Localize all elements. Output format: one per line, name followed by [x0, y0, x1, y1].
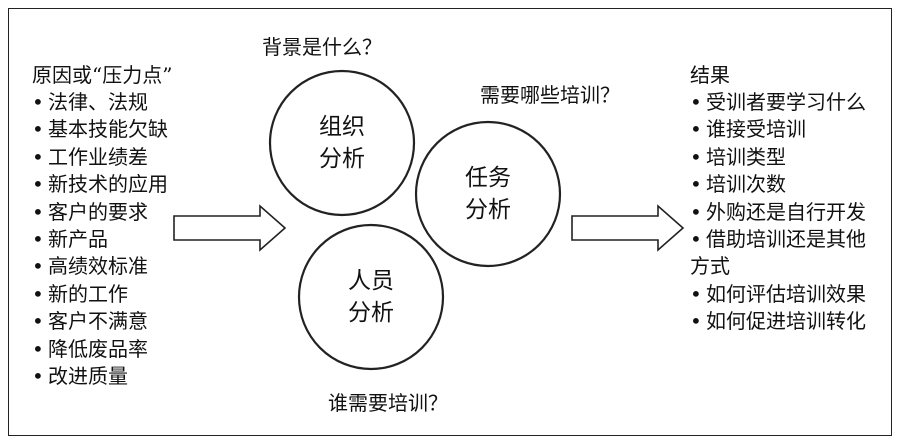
task-question: 需要哪些培训？ — [480, 83, 620, 107]
diagram-frame — [8, 8, 892, 436]
list-item: •工作业绩差 — [32, 144, 148, 169]
list-item: •培训类型 — [690, 144, 786, 169]
list-item: •借助培训还是其他 — [690, 227, 866, 252]
org-analysis-label: 组织分析 — [319, 114, 365, 172]
results-list: •受训者要学习什么 •谁接受培训 •培训类型 •培训次数 •外购还是自行开发 •… — [690, 89, 866, 336]
person-analysis-label: 人员分析 — [348, 268, 394, 326]
list-item-continuation: 方式 — [690, 254, 730, 279]
list-item: •受训者要学习什么 — [690, 90, 866, 114]
causes-list: •法律、法规 •基本技能欠缺 •工作业绩差 •新技术的应用 •客户的要求 •新产… — [32, 89, 168, 390]
list-item: •高绩效标准 — [32, 254, 148, 279]
list-item: •如何促进培训转化 — [690, 309, 866, 334]
task-analysis-label: 任务分析 — [465, 165, 511, 223]
list-item: •改进质量 — [32, 364, 128, 389]
list-item: •新的工作 — [32, 281, 128, 306]
left-arrow — [173, 204, 287, 252]
task-analysis-circle — [414, 120, 562, 268]
list-item: •如何评估培训效果 — [690, 281, 866, 306]
list-item: •降低废品率 — [32, 336, 148, 361]
list-item: •基本技能欠缺 — [32, 117, 168, 142]
org-analysis-circle — [268, 69, 416, 217]
list-item: •培训次数 — [690, 172, 786, 197]
list-item: •谁接受培训 — [690, 117, 806, 142]
list-item: •新产品 — [32, 227, 108, 252]
list-item: •法律、法规 — [32, 90, 148, 114]
list-item: •外购还是自行开发 — [690, 199, 866, 224]
causes-title: 原因或“压力点” — [32, 63, 173, 87]
org-question: 背景是什么？ — [262, 35, 382, 59]
person-analysis-circle — [297, 223, 445, 371]
person-question: 谁需要培训？ — [328, 391, 448, 415]
results-title: 结果 — [690, 63, 730, 87]
list-item: •客户的要求 — [32, 199, 148, 224]
list-item: •客户不满意 — [32, 309, 148, 334]
list-item: •新技术的应用 — [32, 172, 168, 197]
right-arrow — [571, 204, 685, 252]
